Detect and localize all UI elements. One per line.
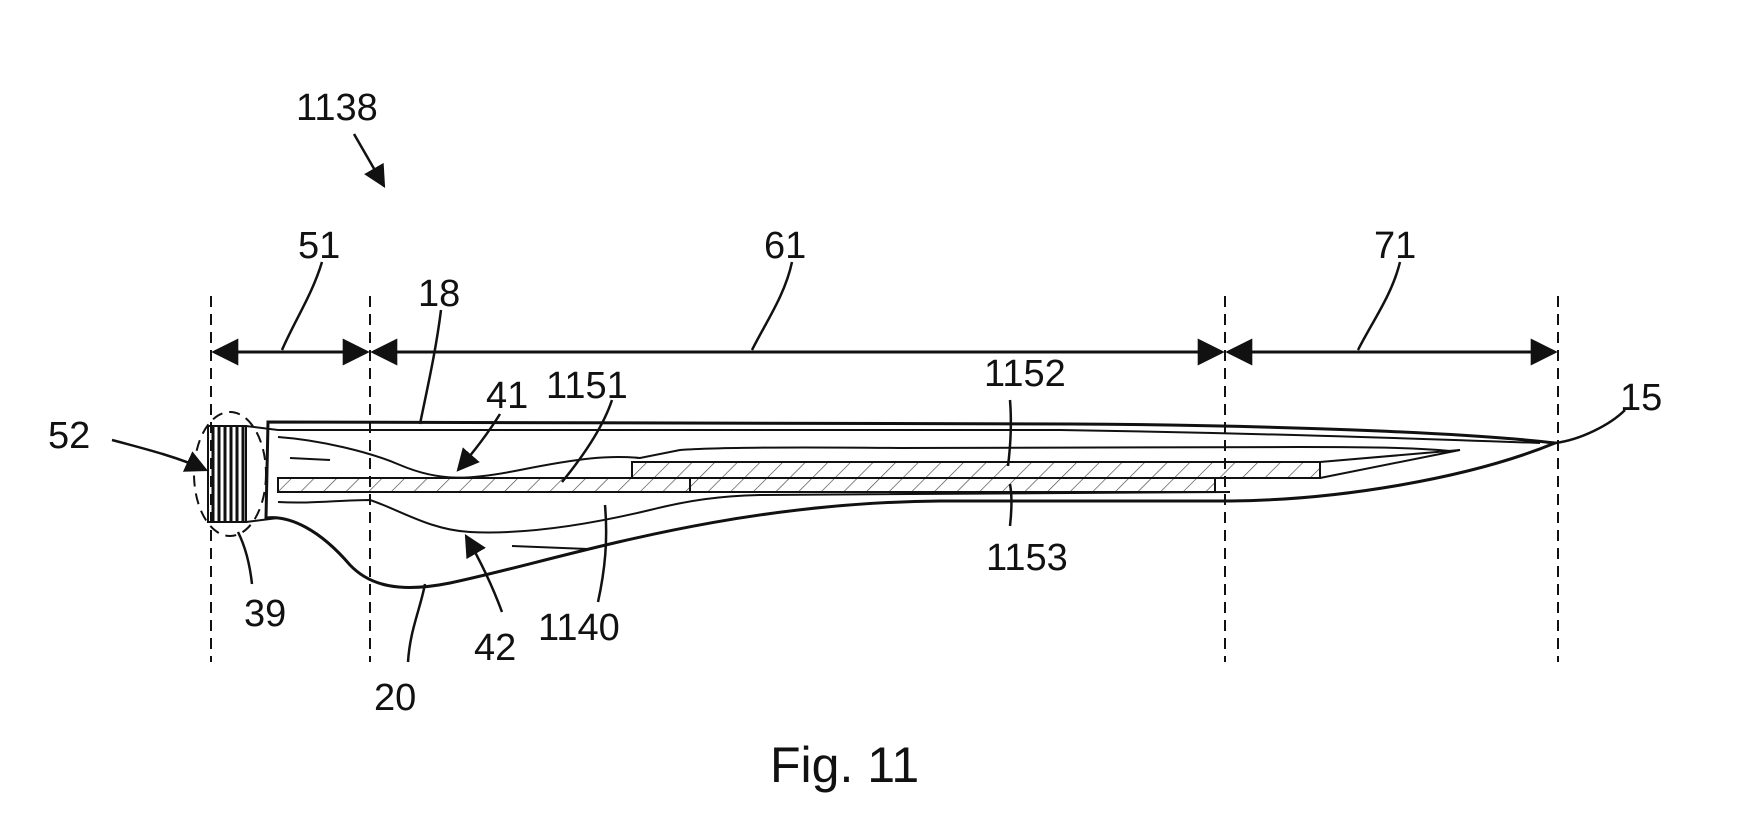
root-knurl (208, 426, 246, 522)
leader-1152 (1008, 400, 1011, 466)
label-52: 52 (48, 415, 90, 457)
spar-layer-1151 (278, 478, 690, 492)
leader-61 (752, 262, 792, 350)
leader-1151 (562, 400, 612, 482)
label-42: 42 (474, 627, 516, 669)
leader-51 (282, 262, 322, 350)
lower-inner-curve (278, 492, 1230, 532)
label-51: 51 (298, 225, 340, 267)
label-1152: 1152 (984, 353, 1066, 395)
label-1140: 1140 (538, 607, 620, 649)
leader-1153 (1010, 484, 1012, 526)
leader-71 (1358, 262, 1400, 350)
arrow-52 (112, 440, 206, 470)
label-61: 61 (764, 225, 806, 267)
label-71: 71 (1374, 225, 1416, 267)
label-39: 39 (244, 593, 286, 635)
label-1138: 1138 (296, 87, 378, 129)
root-insert-line (290, 458, 330, 460)
label-1153: 1153 (986, 537, 1068, 579)
figure-caption: Fig. 11 (770, 737, 919, 793)
arrow-1138 (354, 134, 384, 186)
label-18: 18 (418, 273, 460, 315)
label-20: 20 (374, 677, 416, 719)
leader-15 (1555, 410, 1625, 443)
label-41: 41 (486, 375, 528, 417)
leader-39 (238, 532, 252, 584)
flow-mark (512, 546, 588, 549)
tip-extension (1320, 450, 1460, 478)
label-15: 15 (1620, 377, 1662, 419)
leader-20 (408, 584, 425, 662)
label-1151: 1151 (546, 365, 628, 407)
leader-18 (420, 310, 441, 424)
upper-skin-line (278, 430, 1540, 443)
root-neck (246, 426, 278, 522)
spar-layer-1152 (632, 462, 1320, 478)
spar-layer-1153 (690, 478, 1215, 492)
